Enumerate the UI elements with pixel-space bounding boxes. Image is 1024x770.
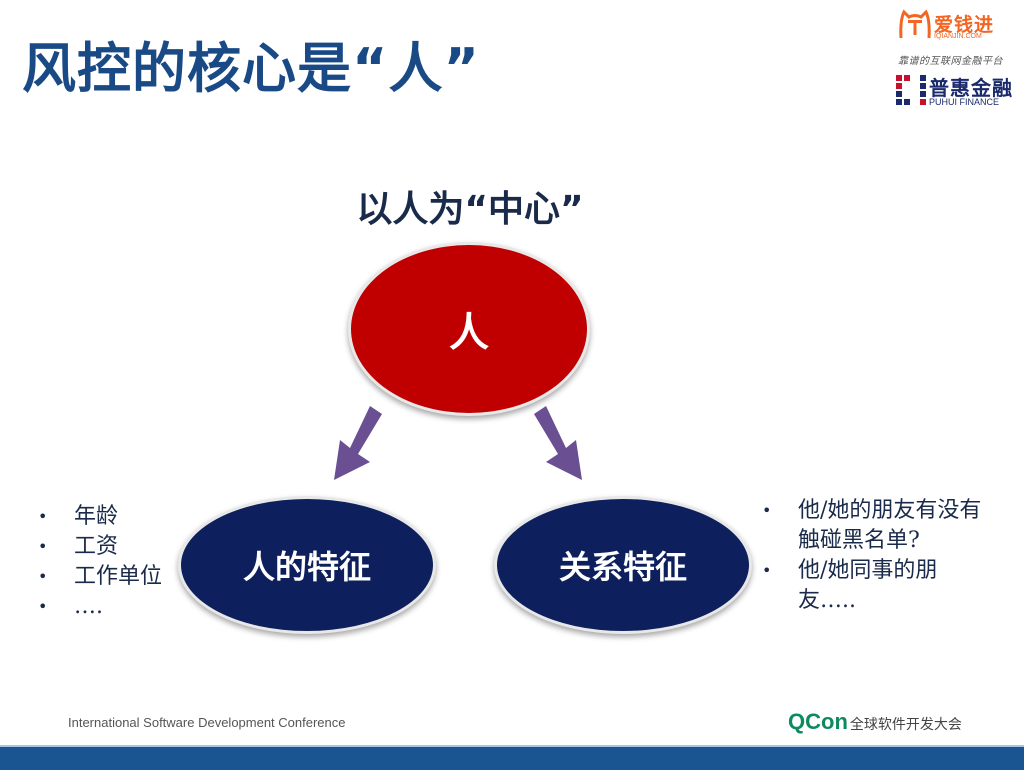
list-item: •工资 bbox=[38, 532, 178, 562]
center-title: 以人为“中心” bbox=[356, 189, 584, 230]
root-node-label: 人 bbox=[449, 310, 489, 356]
node-personal-traits-label: 人的特征 bbox=[242, 548, 371, 586]
arrow-down-right-icon bbox=[534, 406, 582, 480]
bullet-icon: • bbox=[38, 597, 48, 616]
node-personal-traits: 人的特征 bbox=[178, 496, 436, 634]
puhui-brand: 普惠金融 bbox=[929, 76, 1013, 100]
footer-bar bbox=[0, 745, 1024, 770]
arrow-down-left-icon bbox=[334, 406, 382, 480]
logo-slogan: 靠谱的互联网金融平台 bbox=[898, 56, 1003, 67]
qcon-brand: QCon bbox=[788, 709, 848, 734]
conference-name: International Software Development Confe… bbox=[68, 715, 346, 730]
iqianjin-brand: 爱钱进 bbox=[934, 14, 995, 36]
puhui-logo: 普惠金融 PUHUI FINANCE bbox=[893, 72, 1021, 110]
personal-traits-list: •年龄 •工资 •工作单位 •…. bbox=[38, 502, 178, 622]
relationship-traits-list: •他/她的朋友有没有触碰黑名单? •他/她同事的朋友….. bbox=[762, 496, 992, 616]
bullet-icon: • bbox=[38, 507, 48, 526]
qcon-zh: 全球软件开发大会 bbox=[849, 716, 962, 732]
list-item: •年龄 bbox=[38, 502, 178, 532]
root-node-person: 人 bbox=[348, 242, 590, 416]
cat-icon bbox=[899, 9, 931, 39]
bullet-icon: • bbox=[38, 537, 48, 556]
list-item: •…. bbox=[38, 592, 178, 622]
list-item: •他/她的朋友有没有触碰黑名单? bbox=[762, 498, 982, 553]
bullet-icon: • bbox=[762, 561, 772, 580]
iqianjin-logo: 爱钱进 IQIANJIN.COM bbox=[898, 8, 1018, 48]
iqianjin-domain: IQIANJIN.COM bbox=[934, 33, 982, 40]
node-relationship-traits-label: 关系特征 bbox=[558, 548, 687, 586]
slide-title: 风控的核心是“人” bbox=[22, 37, 480, 100]
bullet-icon: • bbox=[38, 567, 48, 586]
puhui-grid-icon bbox=[896, 75, 926, 105]
node-relationship-traits: 关系特征 bbox=[494, 496, 752, 634]
puhui-subtitle: PUHUI FINANCE bbox=[929, 97, 1000, 107]
bullet-icon: • bbox=[762, 501, 772, 520]
list-item: •工作单位 bbox=[38, 562, 178, 592]
list-item: •他/她同事的朋友….. bbox=[762, 558, 938, 613]
